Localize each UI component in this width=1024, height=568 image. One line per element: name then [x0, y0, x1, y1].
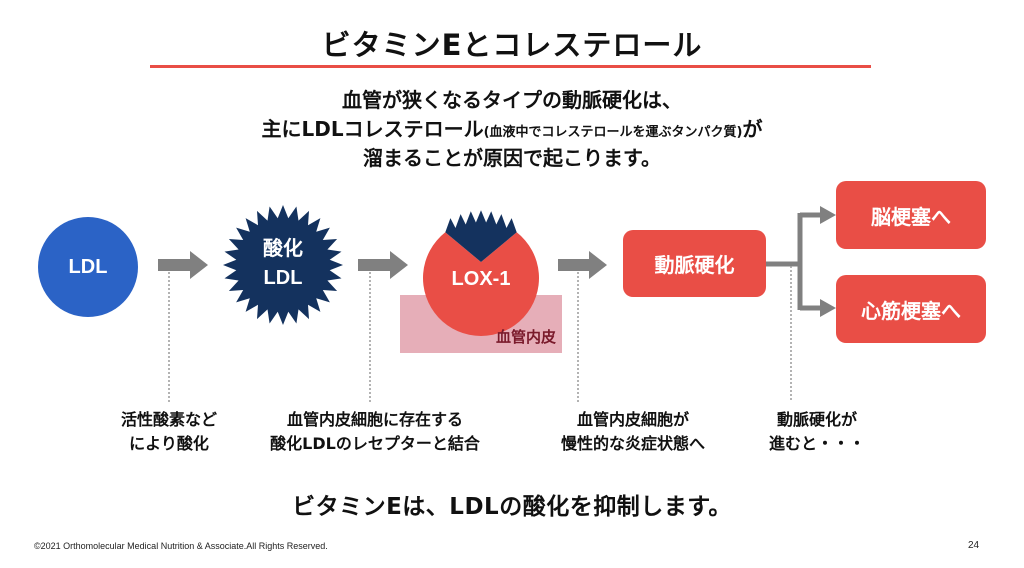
arrow-right-icon [820, 206, 836, 224]
arrow-right-icon [158, 251, 208, 279]
lox1-circle [422, 232, 539, 337]
stroke-outcome-box: 脳梗塞へ [836, 181, 986, 249]
caption-line: 血管内皮細胞が [576, 410, 689, 429]
stroke-outcome-label: 脳梗塞へ [871, 204, 951, 229]
intro-line-2-end: が [742, 117, 763, 141]
caption-line: 動脈硬化が [776, 410, 857, 429]
flow-arrows [158, 251, 607, 279]
caption-line: 血管内皮細胞に存在する [286, 410, 463, 429]
intro-line-2-main: 主にLDLコレステロール [261, 117, 484, 141]
lox1-label: LOX-1 [451, 268, 511, 290]
bound-oxidized-ldl-icon [445, 210, 517, 262]
infarction-outcome-label: 心筋梗塞へ [861, 298, 961, 323]
intro-line-1: 血管が狭くなるタイプの動脈硬化は、 [342, 88, 682, 112]
branch-connector [766, 212, 822, 311]
copyright-footer: ©2021 Orthomolecular Medical Nutrition &… [34, 541, 328, 551]
oxidized-ldl-label: 酸化 LDL [233, 233, 333, 293]
intro-line-2-note: (血液中でコレステロールを運ぶタンパク質) [483, 125, 743, 140]
endothelium-label: 血管内皮 [495, 328, 556, 346]
caption-line: 進むと・・・ [768, 434, 865, 453]
atherosclerosis-box: 動脈硬化 [623, 230, 766, 297]
oxidized-ldl-line-1: 酸化 [263, 236, 303, 260]
title-underline [150, 65, 871, 68]
page-number: 24 [968, 540, 980, 551]
caption-line: 慢性的な炎症状態へ [560, 434, 705, 453]
key-statement: ビタミンEは、LDLの酸化を抑制します。 [292, 494, 732, 520]
leader-lines [168, 266, 792, 402]
arrow-right-icon [358, 251, 408, 279]
caption-line: 酸化LDLのレセプターと結合 [270, 434, 480, 453]
arrow-right-icon [558, 251, 607, 279]
caption-progression: 動脈硬化が 進むと・・・ [742, 408, 892, 456]
endothelium-label-box: 血管内皮 [400, 295, 562, 353]
slide-title: ビタミンEとコレステロール [321, 28, 703, 62]
lox1-receptor [422, 210, 539, 337]
oxidized-ldl-starburst [223, 205, 343, 325]
arrow-right-icon [820, 299, 836, 317]
oxidized-ldl-line-2: LDL [263, 267, 303, 289]
infarction-outcome-box: 心筋梗塞へ [836, 275, 986, 343]
caption-receptor-binding: 血管内皮細胞に存在する 酸化LDLのレセプターと結合 [230, 408, 520, 456]
ldl-node: LDL [38, 217, 138, 317]
intro-line-3: 溜まることが原因で起こります。 [363, 146, 661, 170]
caption-oxidation: 活性酸素など により酸化 [59, 408, 279, 456]
caption-inflammation: 血管内皮細胞が 慢性的な炎症状態へ [528, 408, 738, 456]
intro-line-2: 主にLDLコレステロール(血液中でコレステロールを運ぶタンパク質)が [0, 115, 1024, 147]
atherosclerosis-label: 動脈硬化 [654, 253, 735, 277]
caption-line: により酸化 [129, 434, 209, 453]
caption-line: 活性酸素など [120, 410, 217, 429]
ldl-label: LDL [68, 255, 108, 278]
